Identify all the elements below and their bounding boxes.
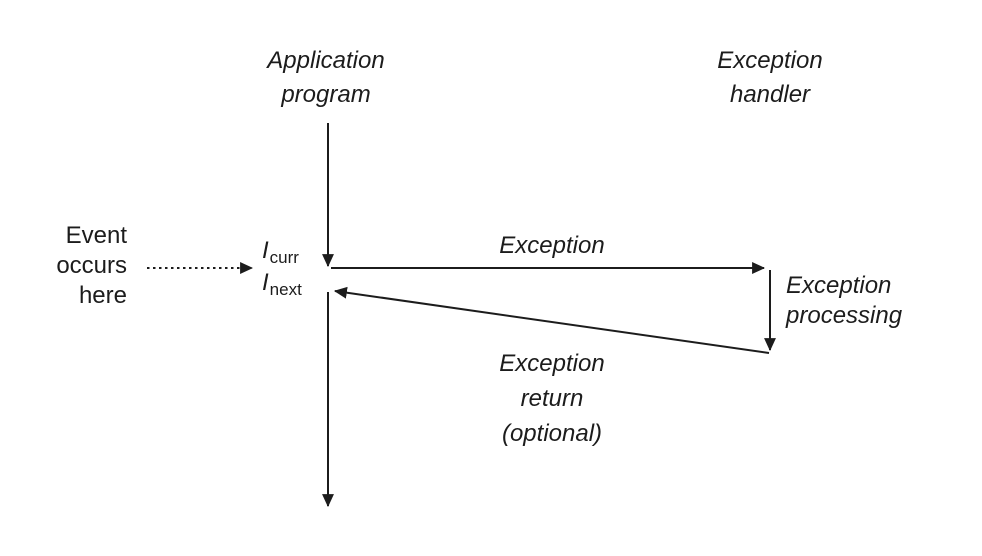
event-occurs-here-label: Event occurs here	[56, 222, 127, 309]
exception-handler-label: Exception handler	[717, 47, 823, 108]
exception-return-label: Exception return (optional)	[499, 350, 605, 447]
i-curr-symbol: I	[262, 237, 269, 264]
exception-arrow-label: Exception	[499, 232, 605, 259]
application-program-label: Application program	[267, 47, 385, 108]
i-next-subscript: next	[269, 280, 302, 299]
i-curr-subscript: curr	[269, 248, 299, 267]
i-next-symbol: I	[262, 269, 269, 296]
i-next-label: Inext	[262, 269, 302, 300]
exception-return-arrow	[333, 286, 770, 354]
i-curr-label: Icurr	[262, 237, 299, 268]
exception-processing-label: Exception processing	[786, 272, 903, 329]
